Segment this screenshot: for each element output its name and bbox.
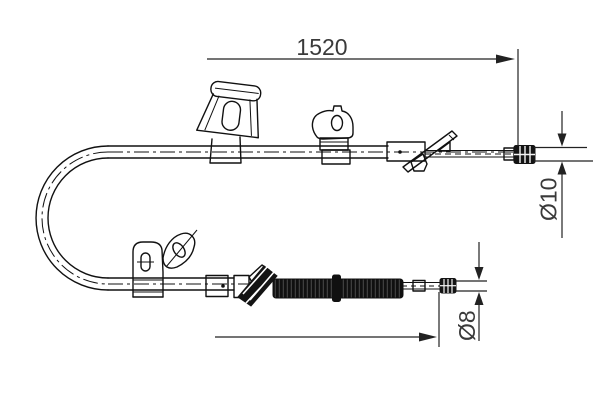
protection-spring [272, 274, 404, 302]
lower-mounting-bracket [132, 229, 198, 298]
dimension-length: 1520 [207, 34, 519, 146]
dimension-lower-diameter-label: Ø8 [454, 310, 480, 341]
dimension-upper-diameter: Ø10 [534, 111, 593, 238]
clevis-fitting [237, 264, 278, 307]
lower-cable-end-nipple [439, 278, 457, 294]
grommet [311, 105, 354, 165]
dimension-lower-reference [215, 292, 440, 347]
cable-u-bend [35, 145, 109, 291]
dimension-length-label: 1520 [296, 34, 347, 60]
upper-threaded-rod [425, 147, 515, 161]
cable-centerline [41, 151, 513, 285]
dimension-lower-diameter: Ø8 [454, 242, 487, 341]
dimension-upper-diameter-label: Ø10 [536, 178, 562, 221]
lower-threaded-rod [402, 279, 440, 292]
cable-assembly [35, 145, 513, 291]
upper-cable-end-nipple [513, 145, 536, 164]
abutment-bracket [196, 80, 262, 164]
lower-cable-sheath [107, 277, 235, 291]
